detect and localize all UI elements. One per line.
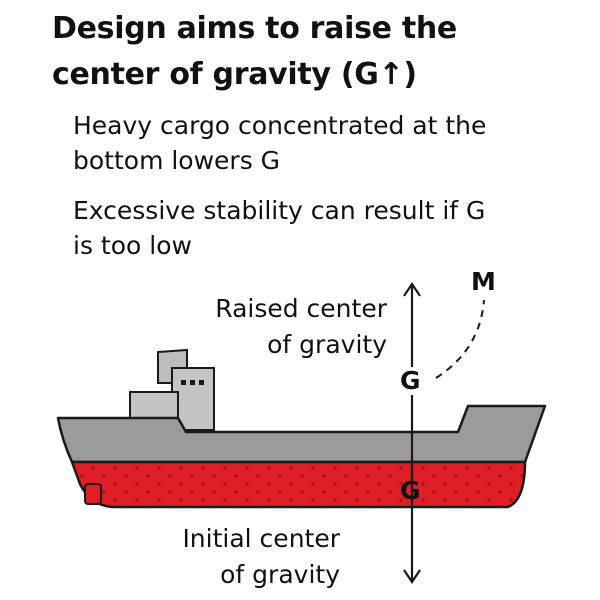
initial-label-line-2: of gravity [220,560,340,589]
bullet-excessive-stability: Excessive stability can result if G is t… [73,193,573,263]
bullet-1-line-1: Heavy cargo concentrated at the [73,111,487,140]
rudder [84,483,102,505]
metacenter-marker: M [471,267,496,296]
raised-center-label: Raised center of gravity [150,291,387,363]
bridge-window [181,380,186,385]
title-line-2: center of gravity (G↑) [52,57,417,92]
down-arrow-head [403,569,421,584]
raised-label-line-2: of gravity [267,330,387,359]
raised-g-marker: G [398,366,423,395]
cargo-pattern [72,462,525,507]
bullet-2-line-2: is too low [73,231,192,260]
bridge-window [199,380,204,385]
bullet-heavy-cargo: Heavy cargo concentrated at the bottom l… [73,108,573,178]
title-line-1: Design aims to raise the [52,11,457,46]
initial-center-label: Initial center of gravity [100,521,340,593]
initial-label-line-1: Initial center [182,524,340,553]
raised-label-line-1: Raised center [215,294,387,323]
initial-g-marker: G [400,476,421,505]
diagram-title: Design aims to raise the center of gravi… [52,6,592,98]
metacentric-arc [435,299,485,379]
bullet-1-line-2: bottom lowers G [73,146,281,175]
bridge-window [190,380,195,385]
up-arrow-head [403,282,421,297]
bullet-2-line-1: Excessive stability can result if G [73,196,486,225]
